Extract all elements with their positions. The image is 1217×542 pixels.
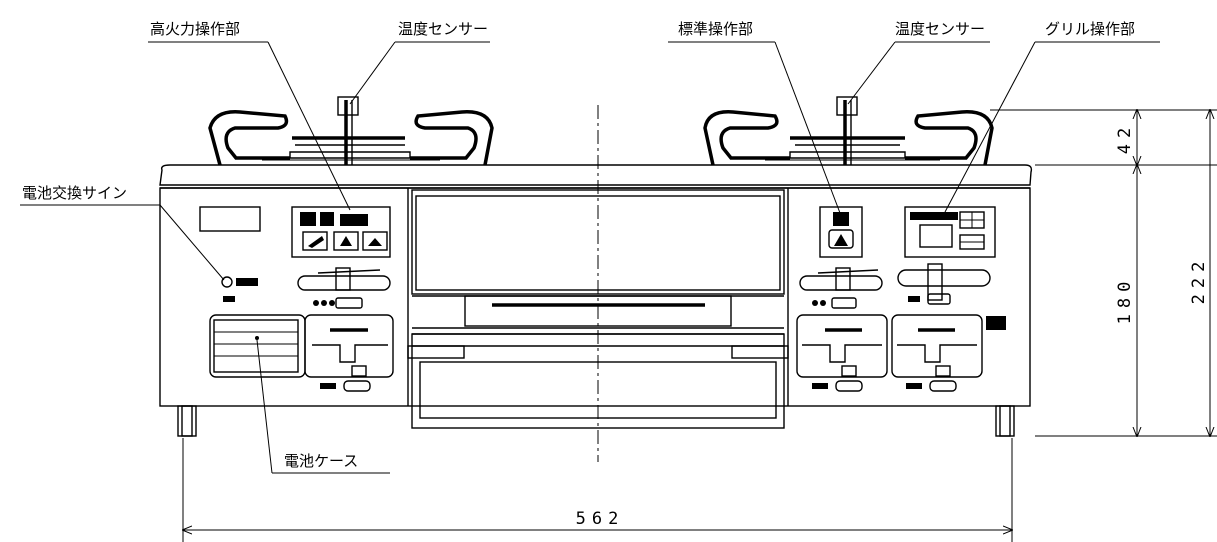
- left-control-panel: [177, 206, 394, 437]
- left-burner: [208, 96, 494, 166]
- right-control-panel: [796, 206, 1015, 437]
- label-temp-sensor-left: 温度センサー: [398, 20, 488, 38]
- label-battery-sign: 電池交換サイン: [22, 184, 127, 202]
- stove-body: [159, 164, 1033, 407]
- label-grill-control: グリル操作部: [1045, 20, 1135, 38]
- grill-door: [407, 189, 789, 429]
- dimension-front-height: 180: [1115, 276, 1135, 325]
- dimension-total-height: 222: [1189, 256, 1209, 305]
- label-temp-sensor-right: 温度センサー: [895, 20, 985, 38]
- dimension-width: 562: [576, 509, 625, 529]
- label-high-power-control: 高火力操作部: [150, 20, 240, 38]
- leader-lines: [20, 41, 1160, 474]
- label-standard-control: 標準操作部: [678, 20, 753, 38]
- dimension-top-height: 42: [1115, 122, 1135, 154]
- right-burner: [703, 96, 994, 166]
- label-battery-case: 電池ケース: [284, 452, 358, 470]
- dimension-lines: [183, 110, 1217, 542]
